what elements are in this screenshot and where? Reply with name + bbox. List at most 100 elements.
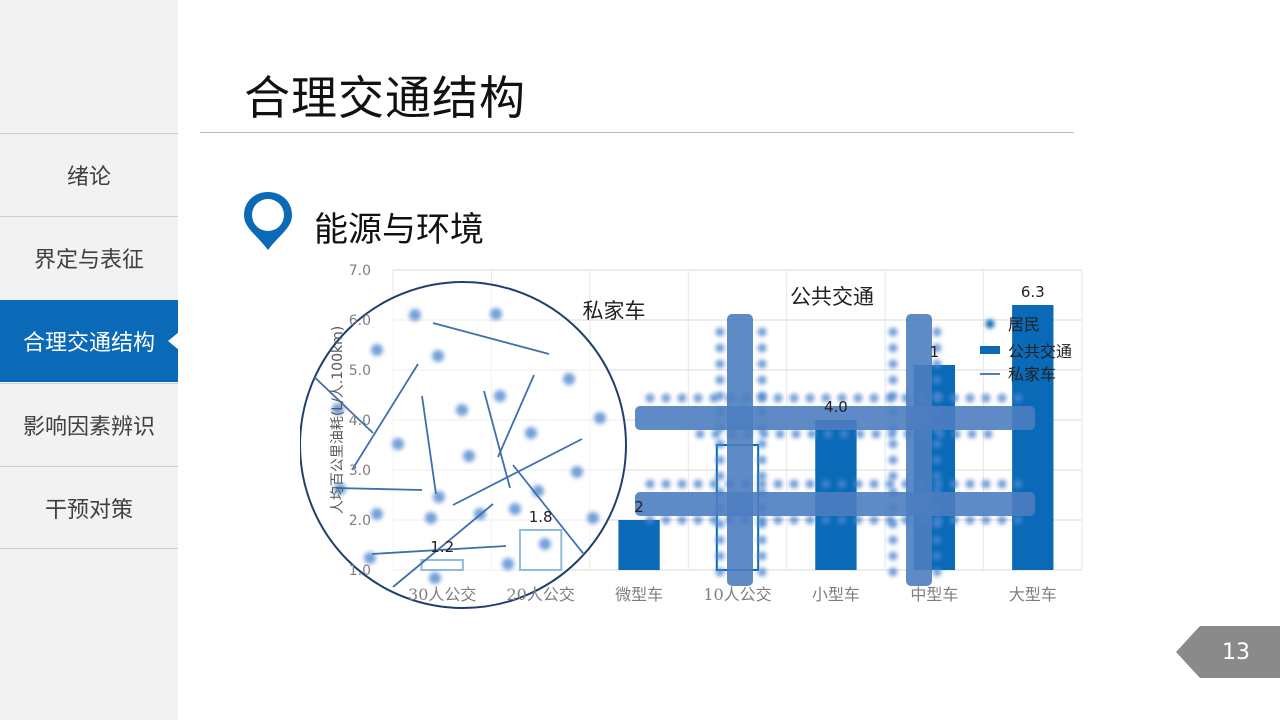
resident-dot: [981, 515, 991, 525]
resident-dot: [661, 515, 671, 525]
resident-dot: [888, 359, 898, 369]
resident-dot: [791, 429, 801, 439]
fuel-consumption-chart: 1.02.03.04.05.06.07.0人均百公里油耗(L/人.100km)3…: [300, 263, 1083, 609]
legend-marker: [985, 319, 995, 329]
transit-route-bar: [727, 314, 753, 586]
resident-dot: [869, 515, 879, 525]
resident-dot: [853, 515, 863, 525]
resident-dot: [932, 391, 942, 401]
resident-dot: [715, 551, 725, 561]
resident-dot: [888, 519, 898, 529]
resident-dot: [490, 308, 502, 320]
resident-dot: [645, 515, 655, 525]
y-tick-label: 4.0: [349, 413, 371, 429]
y-tick-label: 6.0: [349, 313, 371, 329]
resident-dot: [715, 391, 725, 401]
resident-dot: [773, 515, 783, 525]
resident-dot: [888, 567, 898, 577]
sidebar-item-label: 界定与表征: [33, 248, 144, 273]
resident-dot: [757, 359, 767, 369]
sidebar-item-measures[interactable]: 干预对策: [0, 466, 178, 549]
page-badge-shape: [1176, 626, 1280, 678]
resident-dot: [715, 471, 725, 481]
resident-dot: [853, 393, 863, 403]
y-tick-label: 1.0: [349, 563, 371, 579]
resident-dot: [888, 391, 898, 401]
resident-dot: [757, 375, 767, 385]
resident-dot: [805, 479, 815, 489]
resident-dot: [509, 503, 521, 515]
resident-dot: [661, 393, 671, 403]
travel-path-line: [483, 390, 511, 489]
resident-dot: [932, 375, 942, 385]
resident-dot: [677, 479, 687, 489]
resident-dot: [539, 538, 551, 550]
resident-dot: [839, 429, 849, 439]
resident-dot: [949, 479, 959, 489]
private-car-illustration-content: [306, 308, 606, 588]
resident-dot: [888, 455, 898, 465]
resident-dot: [715, 359, 725, 369]
data-label: 2: [634, 498, 644, 516]
sidebar-item-structure[interactable]: 合理交通结构: [0, 300, 179, 382]
resident-dot: [821, 515, 831, 525]
resident-dot: [693, 515, 703, 525]
resident-dot: [1013, 479, 1023, 489]
resident-dot: [494, 390, 506, 402]
resident-dot: [429, 572, 441, 584]
resident-dot: [823, 429, 833, 439]
legend-label: 公共交通: [1008, 342, 1072, 361]
resident-dot: [757, 455, 767, 465]
resident-dot: [757, 551, 767, 561]
resident-dot: [837, 393, 847, 403]
resident-dot: [409, 309, 421, 321]
resident-dot: [932, 439, 942, 449]
resident-dot: [334, 483, 346, 495]
resident-dot: [677, 515, 687, 525]
y-tick-label: 7.0: [349, 263, 371, 279]
x-tick-label: 小型车: [812, 585, 860, 604]
resident-dot: [837, 515, 847, 525]
travel-path-line: [421, 395, 437, 495]
resident-dot: [997, 515, 1007, 525]
resident-dot: [1013, 515, 1023, 525]
resident-dot: [821, 479, 831, 489]
page-title: 合理交通结构: [244, 71, 526, 125]
sidebar-item-factors[interactable]: 影响因素辨识: [0, 383, 178, 466]
travel-path-line: [371, 545, 507, 555]
transit-route-bar: [906, 314, 932, 586]
annotation-private-car: 私家车: [583, 299, 646, 323]
resident-dot: [965, 515, 975, 525]
resident-dot: [949, 393, 959, 403]
travel-path-line: [351, 363, 419, 471]
resident-dot: [715, 455, 725, 465]
resident-dot: [932, 359, 942, 369]
resident-dot: [932, 327, 942, 337]
resident-dot: [645, 393, 655, 403]
sidebar-item-label: 干预对策: [44, 498, 133, 523]
resident-dot: [965, 393, 975, 403]
resident-dot: [997, 393, 1007, 403]
resident-dot: [371, 344, 383, 356]
travel-path-line: [432, 322, 550, 355]
x-tick-label: 中型车: [910, 585, 958, 604]
resident-dot: [981, 479, 991, 489]
resident-dot: [502, 558, 514, 570]
sidebar-item-intro[interactable]: 绪论: [0, 133, 178, 216]
resident-dot: [757, 535, 767, 545]
resident-dot: [805, 393, 815, 403]
travel-path-line: [392, 503, 494, 588]
resident-dot: [693, 393, 703, 403]
annotation-public-transit: 公共交通: [790, 285, 874, 309]
resident-dot: [332, 403, 344, 415]
resident-dot: [432, 350, 444, 362]
resident-dot: [715, 343, 725, 353]
sidebar-item-definition[interactable]: 界定与表征: [0, 216, 178, 299]
y-axis-title: 人均百公里油耗(L/人.100km): [330, 326, 346, 514]
travel-path-line: [335, 487, 423, 491]
resident-dot: [587, 512, 599, 524]
sidebar-divider: [0, 548, 178, 549]
resident-dot: [885, 479, 895, 489]
resident-dot: [932, 343, 942, 353]
sidebar: 绪论 界定与表征 合理交通结构 影响因素辨识 干预对策: [0, 0, 179, 720]
